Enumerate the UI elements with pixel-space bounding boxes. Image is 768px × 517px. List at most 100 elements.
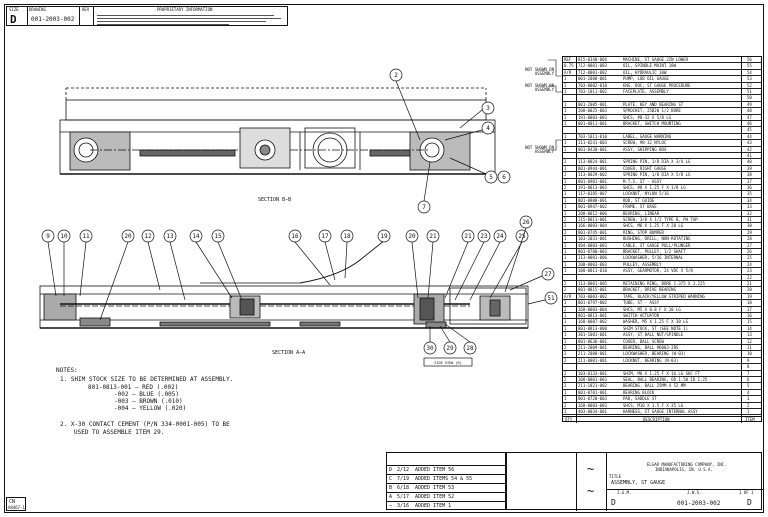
bom-item-number: 20 xyxy=(747,287,752,293)
bom-description: SPROCKET, 25B20 1/2 BORE xyxy=(623,108,681,114)
revision-description: ADDED ITEMS 54 & 55 xyxy=(415,476,473,482)
bom-qty: 1 xyxy=(564,261,567,267)
bom-part-number: 168-0007-002 xyxy=(578,319,607,325)
bom-part-number: 301-1001-001 xyxy=(578,332,607,338)
revision-date: 6/18 xyxy=(397,485,410,491)
balloon-25: 25 xyxy=(518,233,526,240)
side-view-label: SIDE VIEW (R) xyxy=(434,361,461,365)
bom-part-number: 211-0001-001 xyxy=(578,357,607,363)
balloon-21b: 21 xyxy=(464,233,472,240)
bom-item-number: 4 xyxy=(747,389,750,395)
bom-item-number: 32 xyxy=(747,210,752,216)
bom-item-number: 51 xyxy=(747,89,752,94)
revision-description: ADDED ITEM 52 xyxy=(415,494,455,500)
revision-letter: D xyxy=(389,467,393,473)
bom-item-number: 1 xyxy=(747,409,750,414)
bom-item-number: 10 xyxy=(747,351,752,357)
corner-value: A8467-1 xyxy=(8,505,25,510)
bom-description: BEARING, LINEAR xyxy=(623,210,660,216)
balloon-27: 27 xyxy=(544,271,552,278)
bom-part-number: 208-0025-003 xyxy=(578,108,607,114)
bom-item-number: 44 xyxy=(747,133,752,139)
side-note-1: NOT SHOWN ON ASSEMBLY xyxy=(525,67,554,76)
bom-qty: 2 xyxy=(564,306,567,312)
bom-item-number: 56 xyxy=(747,57,752,62)
bom-item-number: 52 xyxy=(747,82,752,88)
bom-qty: 2 xyxy=(564,383,567,389)
bom-part-number: 703-1011-010 xyxy=(578,133,607,139)
bom-part-number: 801-0813-001 xyxy=(578,313,607,318)
bom-qty: A/R xyxy=(564,293,572,299)
balloon-4: 4 xyxy=(486,125,490,132)
bom-item-number: 21 xyxy=(747,281,752,286)
bom-qty: 2 xyxy=(564,281,567,286)
drawing-number: 001-2003-002 xyxy=(31,16,75,23)
bom-part-number: 001-2005-001 xyxy=(578,101,607,107)
balloons-section-a xyxy=(41,215,558,367)
balloon-3: 3 xyxy=(486,105,490,112)
revision-date: 7/19 xyxy=(397,476,410,482)
balloon-17: 17 xyxy=(321,233,329,240)
balloon-12: 12 xyxy=(144,233,152,240)
section-b-b-view xyxy=(59,87,496,175)
bom-header-item: ITEM xyxy=(745,417,755,422)
bom-qty: 1 xyxy=(564,76,567,82)
bom-item-number: 35 xyxy=(747,191,752,197)
bom-part-number: 108-0001-003 xyxy=(578,377,607,382)
bom-item-number: 29 xyxy=(747,229,752,235)
bom-description: COVER, BALL SCREW xyxy=(623,338,664,344)
balloon-20b: 20 xyxy=(408,233,416,240)
bom-part-number: 801-0700-003 xyxy=(578,249,607,254)
bom-item-number: 8 xyxy=(747,364,750,370)
bom-qty: 1 xyxy=(564,204,567,210)
bom-item-number: 46 xyxy=(747,121,752,126)
tolerance-symbol-2: ~ xyxy=(587,484,595,498)
bom-item-number: 9 xyxy=(747,357,750,363)
bom-part-number: 001-0430-001 xyxy=(578,146,607,152)
bom-part-number: 712-0001-003 xyxy=(578,63,607,69)
bom-item-number: 49 xyxy=(747,101,752,107)
bom-part-number: 815-0340-004 xyxy=(578,57,607,62)
bom-description: BUSHING, DRILL, NON-ROTATING xyxy=(623,236,691,242)
bom-part-number: 001-0011-001 xyxy=(578,121,607,126)
tolerance-symbol-1: ~ xyxy=(587,462,595,476)
revision-description: ADDED ITEM 53 xyxy=(415,485,455,491)
bom-item-number: 5 xyxy=(747,383,750,389)
bom-description: OIL, SPINDLE MAINT 10W xyxy=(623,63,676,69)
balloon-29: 29 xyxy=(446,345,454,352)
bom-part-number: 403-0034-001 xyxy=(578,409,607,414)
bom-part-number: 703-1011-002 xyxy=(578,89,607,94)
bom-part-number: 211-2009-001 xyxy=(578,345,607,350)
bom-item-number: 40 xyxy=(747,159,752,165)
bom-qty: 2 xyxy=(564,287,567,293)
bom-part-number: 211-2008-001 xyxy=(578,351,607,357)
bom-header: QTY DESCRIPTION ITEM xyxy=(563,416,761,422)
balloon-13: 13 xyxy=(166,233,174,240)
balloon-10: 10 xyxy=(60,233,68,240)
bom-item-number: 36 xyxy=(747,185,752,190)
bom-qty: 1 xyxy=(564,108,567,114)
bom-item-number: 18 xyxy=(747,300,752,306)
balloon-26: 26 xyxy=(522,219,530,226)
note-1-line-3: -003 — BROWN (.010) xyxy=(114,398,183,405)
bom-item-number: 15 xyxy=(747,319,752,325)
bom-description: ASSY, ST BALL NUT/SPINDLE xyxy=(623,332,684,338)
bom-item-number: 39 xyxy=(747,165,752,171)
notes-block: NOTES: 1. SHIM STOCK SIZE TO BE DETERMIN… xyxy=(56,368,306,446)
bom-description: COVER, RIGHT GAUGE xyxy=(623,165,667,171)
bom-part-number: 801-0901-001 xyxy=(578,178,607,184)
bom-qty: 1 xyxy=(564,191,567,197)
bom-description: ASSY, SHIPPING BOX xyxy=(623,146,667,152)
sheet-number: 1 OF 1 xyxy=(739,490,754,495)
title-rev: D xyxy=(747,498,752,507)
section-b-label: SECTION B—B xyxy=(258,197,291,203)
bom-part-number: 404-0003-003 xyxy=(578,242,607,248)
